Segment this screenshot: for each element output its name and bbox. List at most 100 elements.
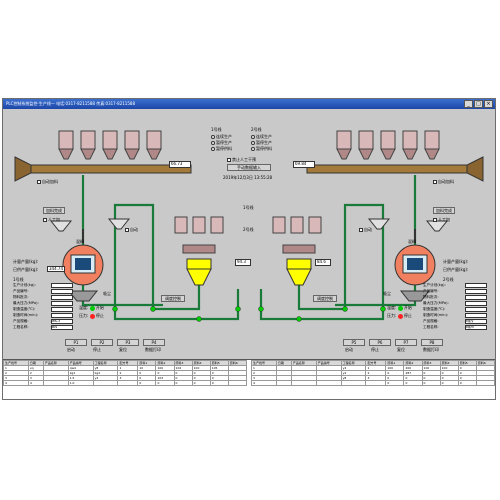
status-lamp-icon: [397, 305, 403, 311]
action-button-p8[interactable]: P8: [421, 339, 443, 346]
radio-icon[interactable]: [211, 147, 215, 151]
option-label: 暂停供料: [256, 146, 272, 151]
right-dispatch-button[interactable]: 调度控制: [313, 295, 337, 302]
line2-stop-feed-option[interactable]: 暂停供料: [251, 146, 272, 151]
action-button-p1[interactable]: P1: [65, 339, 87, 346]
left-dispatch-button[interactable]: 调度控制: [161, 295, 185, 302]
left-auto-feed-checkbox[interactable]: [37, 180, 41, 184]
line1-stop-feed-option[interactable]: 暂停供料: [211, 146, 232, 151]
left-param-input[interactable]: [51, 295, 73, 300]
right-measure-label: 计量产量(kg):: [443, 259, 469, 264]
radio-icon[interactable]: [251, 141, 255, 145]
right-param-input[interactable]: [465, 313, 487, 318]
left-param-label: 产品编号:: [13, 289, 29, 293]
right-auto-feed-checkbox[interactable]: [433, 180, 437, 184]
action-button-p4[interactable]: P4: [143, 339, 165, 346]
right-param-input[interactable]: kg/d: [465, 325, 487, 330]
radio-icon[interactable]: [211, 135, 215, 139]
line1-continuous-option[interactable]: 连续生产: [211, 134, 232, 139]
right-param-input[interactable]: [465, 289, 487, 294]
left-param-input[interactable]: [51, 301, 73, 306]
left-param-input[interactable]: [51, 313, 73, 318]
left-param-row: 生产计划(kg):: [13, 283, 73, 289]
left-param-label: 产品规格:: [13, 319, 29, 323]
table-cell: [42, 380, 69, 386]
action-button-p3[interactable]: P3: [117, 339, 139, 346]
manual-override-checkbox[interactable]: [227, 158, 231, 162]
maximize-button[interactable]: □: [474, 100, 483, 108]
right-auto[interactable]: 自动: [359, 227, 372, 232]
option-label: 暂停供料: [216, 146, 232, 151]
datetime-display: 2019年12月3日 13:55:28: [223, 175, 273, 180]
right-auto-feed[interactable]: 自动加料: [433, 179, 454, 184]
radio-icon[interactable]: [211, 141, 215, 145]
left-status1-value: 开始: [95, 305, 104, 310]
left-param-input[interactable]: ws-3: [51, 319, 73, 324]
line1-pause-option[interactable]: 暂停生产: [211, 140, 232, 145]
status-lamp-icon: [89, 305, 95, 311]
close-button[interactable]: ×: [484, 100, 493, 108]
right-param-row: 生产计划(kg):: [423, 283, 487, 289]
table-cell: 4: [27, 380, 44, 386]
left-manual-checkbox[interactable]: [43, 218, 47, 222]
left-param-input[interactable]: [51, 283, 73, 288]
right-param-input[interactable]: kg/y: [465, 319, 487, 324]
left-param-input[interactable]: BN: [51, 325, 73, 330]
title-bar: PLC控制系统监控-生产线一 电话:0317-8211588 传真:0317-8…: [3, 99, 495, 109]
left-auto-label: 自动: [130, 227, 138, 232]
left-conveyor: [14, 156, 192, 182]
right-reactor: [394, 229, 436, 302]
right-param-input[interactable]: [465, 307, 487, 312]
action-label: 启动: [67, 347, 75, 352]
radio-icon[interactable]: [251, 147, 255, 151]
table-cell: [475, 380, 495, 386]
table-cell: 0: [439, 380, 459, 386]
right-auto-checkbox[interactable]: [359, 228, 363, 232]
table-cell: [340, 380, 367, 386]
right-param-row: 制造温度(℃):: [423, 307, 487, 313]
line2-pause-option[interactable]: 暂停生产: [251, 140, 272, 145]
manual-override[interactable]: 禁止人工干预: [227, 157, 256, 162]
manual-input-button[interactable]: 手动数据输入: [227, 164, 271, 171]
right-param-input[interactable]: [465, 295, 487, 300]
left-param-input[interactable]: [51, 289, 73, 294]
right-feed-done-button[interactable]: 加料完成: [433, 207, 455, 214]
action-button-p5[interactable]: P5: [343, 339, 365, 346]
right-status2-value: 停止: [403, 313, 412, 318]
left-auto[interactable]: 自动: [125, 227, 138, 232]
right-manual-feed[interactable]: 人工加: [433, 217, 450, 222]
left-manual-feed[interactable]: 人工加: [43, 217, 60, 222]
minimize-button[interactable]: _: [464, 100, 473, 108]
left-feed-done-button[interactable]: 加料完成: [43, 207, 65, 214]
left-line-label: 1号线: [13, 277, 24, 282]
left-param-label: 工程名称:: [13, 325, 29, 329]
left-param-row: 最大压力(MPa):: [13, 301, 73, 307]
process-schematic: [14, 130, 484, 322]
line2-continuous-option[interactable]: 连续生产: [251, 134, 272, 139]
right-conveyor-value: 69.84: [293, 161, 315, 168]
radio-icon[interactable]: [251, 135, 255, 139]
left-auto-feed[interactable]: 自动加料: [37, 179, 58, 184]
left-param-input[interactable]: [51, 307, 73, 312]
middle-silos: [174, 216, 322, 254]
left-status2: 压力: 停止: [79, 313, 104, 319]
left-status1-label: 温度:: [79, 305, 89, 310]
action-button-p2[interactable]: P2: [91, 339, 113, 346]
action-button-p7[interactable]: P7: [395, 339, 417, 346]
right-param-input[interactable]: [465, 283, 487, 288]
right-param-label: 产品编号:: [423, 289, 439, 293]
right-param-input[interactable]: [465, 301, 487, 306]
right-stock-label: 已供产量(kg):: [443, 267, 469, 272]
left-auto-checkbox[interactable]: [125, 228, 129, 232]
right-param-row: 物料批次:: [423, 295, 487, 301]
action-button-p6[interactable]: P6: [369, 339, 391, 346]
right-bucket-hoppers: [367, 218, 449, 232]
weigh-right-value: 84.6: [315, 259, 331, 266]
table-cell: 4: [251, 380, 277, 386]
right-manual-checkbox[interactable]: [433, 218, 437, 222]
